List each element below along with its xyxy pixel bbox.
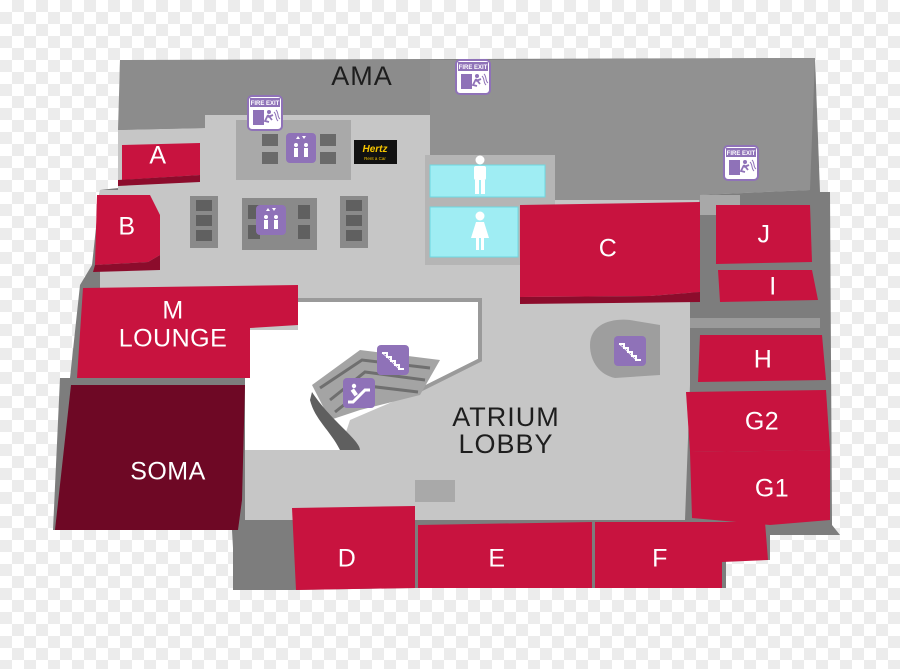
fire-exit-icon [723,145,759,181]
ama-area-right [430,58,815,200]
soma-label: SOMA [130,458,206,486]
unit-d[interactable]: D [292,506,415,590]
stairs-icon [613,335,647,367]
fire-exit-icon [455,59,491,95]
unit-h-label: H [754,346,773,374]
escalator-icon [341,376,377,410]
unit-b[interactable]: B [93,195,160,272]
unit-soma[interactable]: SOMA [55,385,245,530]
unit-i-label: I [769,273,776,301]
m-lounge-label-2: LOUNGE [119,325,228,353]
unit-j[interactable]: J [716,205,812,264]
unit-e-label: E [488,545,505,573]
atrium-label-2: LOBBY [458,429,553,459]
m-lounge-label-1: M [162,297,183,325]
unit-g1-label: G1 [755,475,789,503]
unit-a-label: A [149,142,166,170]
elevator-icon [286,133,316,163]
unit-m-lounge[interactable]: M LOUNGE [77,285,298,378]
mens-restroom [429,164,546,198]
unit-c[interactable]: C [520,202,700,304]
unit-g2-label: G2 [745,408,779,436]
unit-h[interactable]: H [698,335,826,382]
unit-a[interactable]: A [118,142,200,186]
hertz-sub-label: Rent a Car [364,156,386,161]
ama-label: AMA [331,61,393,91]
unit-g2[interactable]: G2 [686,390,830,452]
unit-d-label: D [338,545,357,573]
stairs-icon [376,344,410,376]
unit-f-label: F [652,545,668,573]
unit-b-label: B [118,213,135,241]
unit-j-label: J [758,221,771,249]
elevator-icon [256,205,286,235]
fire-exit-icon [247,95,283,131]
void-edge [298,298,482,392]
hertz-sign: Hertz Rent a Car [354,140,397,164]
atrium-label-1: ATRIUM [452,402,560,432]
unit-f[interactable]: F [595,522,768,588]
unit-g1[interactable]: G1 [690,450,830,525]
hertz-label: Hertz [362,144,387,155]
unit-c-label: C [599,235,618,263]
unit-e[interactable]: E [418,522,592,588]
unit-i[interactable]: I [718,270,818,302]
